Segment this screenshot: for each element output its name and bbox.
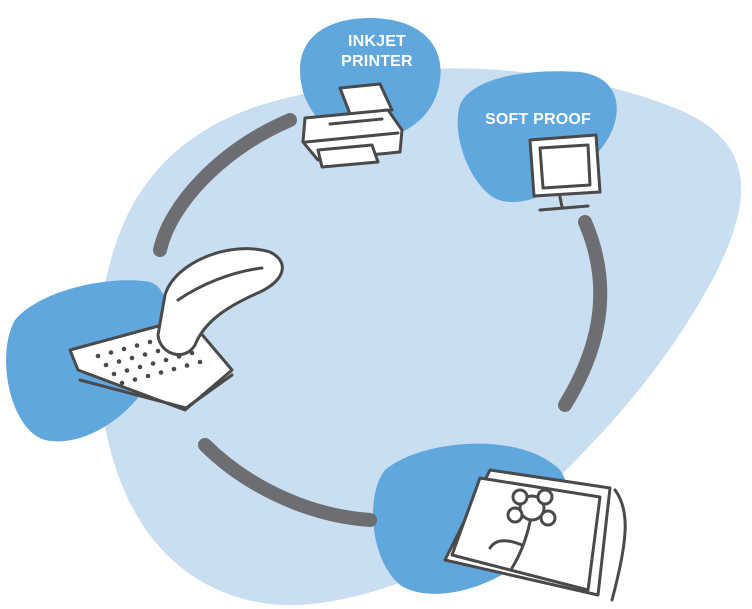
target-dot: [163, 357, 169, 363]
arc-measurement-to-printer: [153, 113, 297, 257]
target-dot: [129, 355, 135, 361]
target-dot: [124, 368, 130, 373]
inkjet-printer-label-line1: INKJET: [348, 33, 406, 50]
target-dot: [142, 352, 148, 357]
inkjet-printer-label-line2: PRINTER: [341, 53, 413, 70]
target-dot: [155, 348, 161, 354]
inkjet-printer-blob: [300, 18, 441, 140]
arc-softproof-to-output: [558, 215, 608, 412]
target-dot: [150, 361, 156, 366]
background-blob: [98, 68, 742, 606]
target-dot: [134, 343, 140, 348]
target-dot: [137, 364, 143, 370]
soft-proof-label: SOFT PROOF: [485, 111, 591, 128]
arc-output-to-measurement: [198, 438, 377, 527]
target-dot: [103, 362, 109, 368]
target-dot: [171, 366, 177, 372]
spectrophotometer-icon: [68, 247, 284, 412]
target-dot: [111, 371, 117, 377]
target-dot: [108, 350, 114, 355]
target-dot: [147, 339, 153, 345]
target-dot: [132, 377, 138, 382]
printer-icon: [301, 82, 404, 169]
target-dot: [145, 373, 151, 379]
target-dot: [121, 346, 127, 352]
monitor-icon: [528, 133, 602, 212]
target-dot: [95, 353, 101, 359]
target-dot: [119, 380, 125, 386]
target-dot: [197, 359, 203, 365]
target-dot: [158, 370, 164, 375]
target-dot: [184, 363, 190, 368]
printed-photo-icon: [443, 468, 627, 602]
target-dot: [116, 359, 122, 364]
